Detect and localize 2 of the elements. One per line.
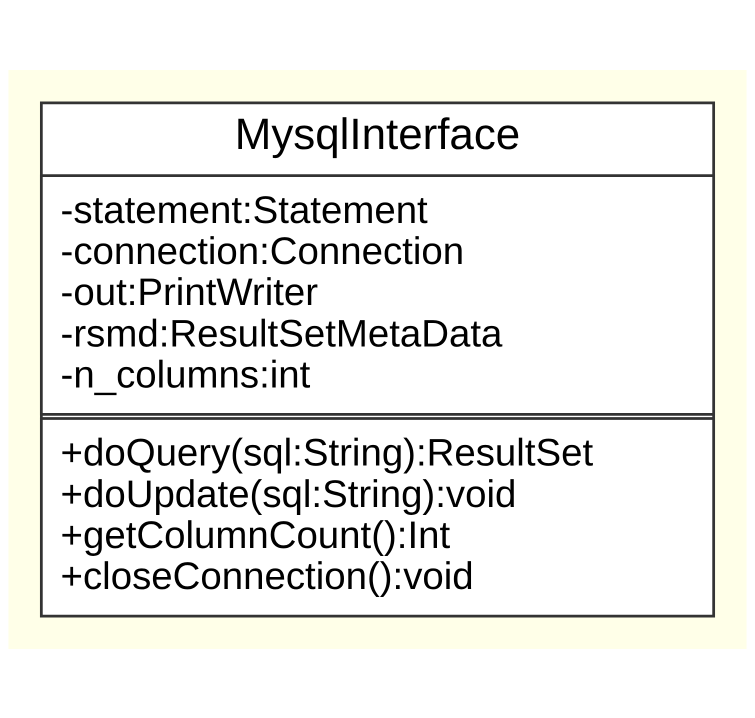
node-box: +doQuery(sql:String):ResultSet +doUpdate(sql:String):void +getColumnCount():Int +closeConnection():void <box>40 416 716 617</box>
node-box: -statement:Statement -connection:Connection -out:PrintWriter -rsmd:ResultSetMetaData -n_columns:int <box>40 174 716 416</box>
